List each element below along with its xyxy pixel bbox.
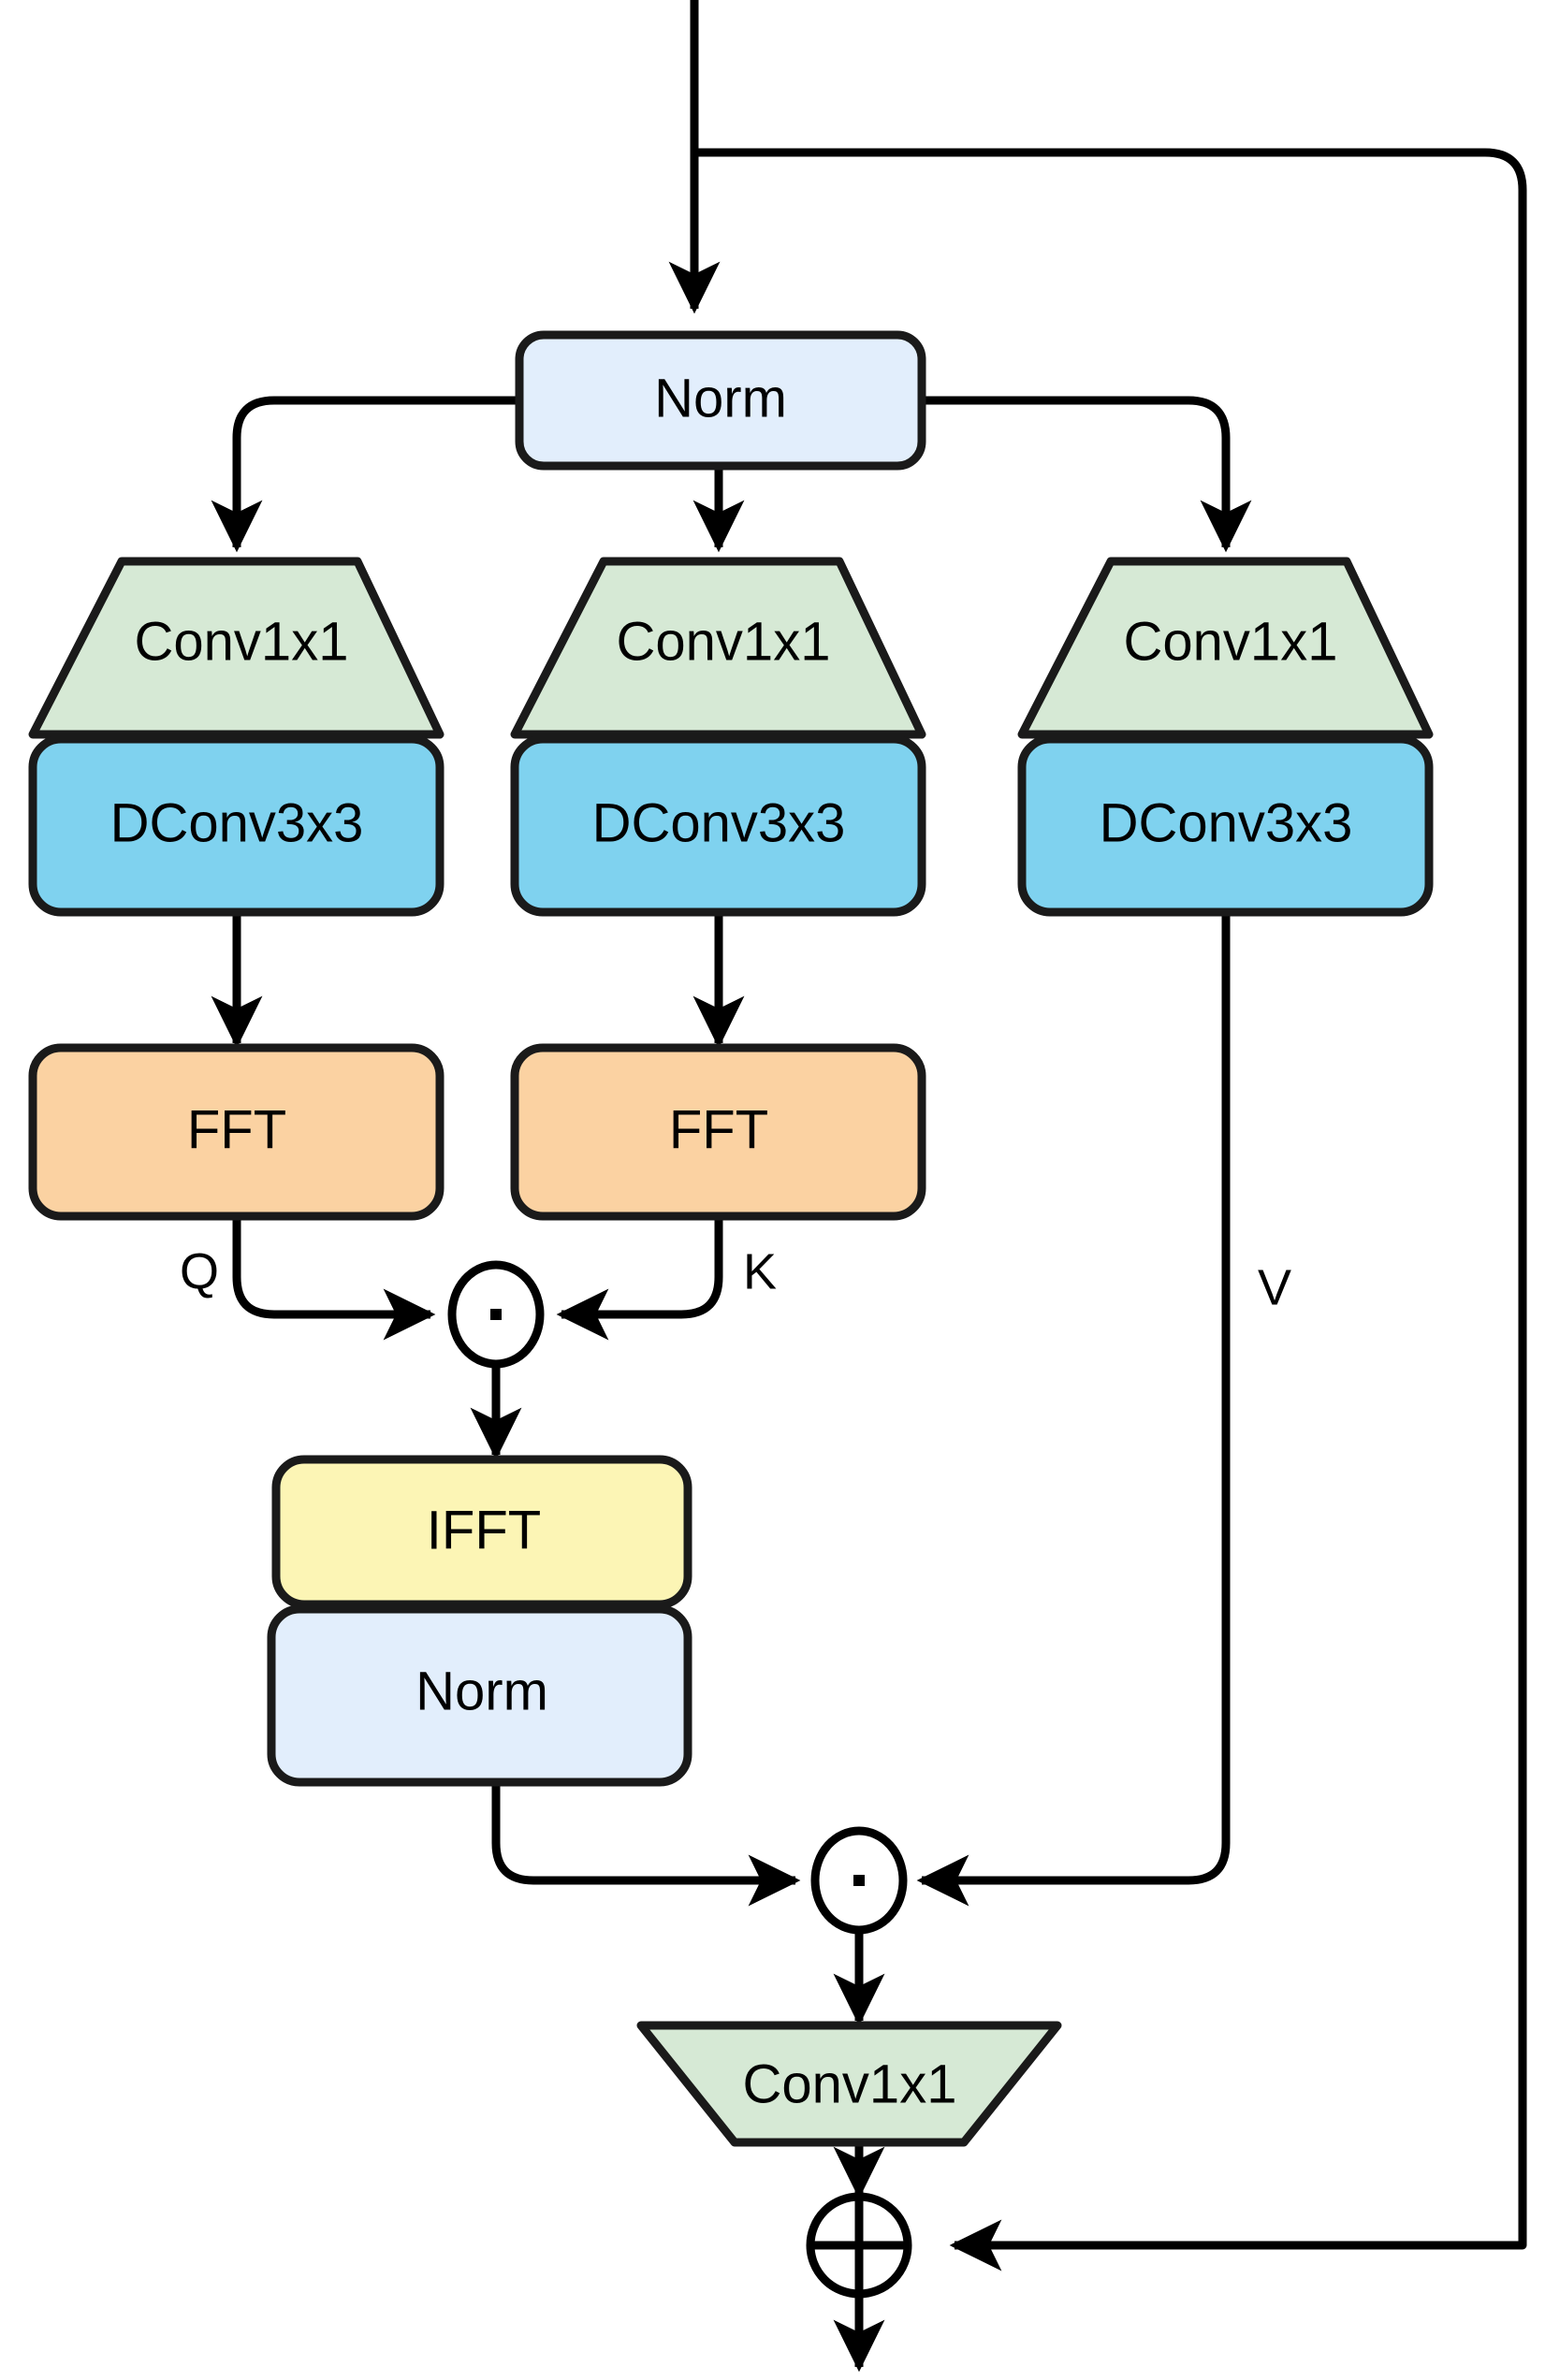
wire-v-to-multiply (916, 912, 1231, 1907)
node-conv-out[interactable]: Conv1x1 (636, 2021, 1062, 2147)
signal-label-k: K (743, 1243, 777, 1299)
node-conv-k[interactable]: Conv1x1 (510, 557, 926, 739)
fft-q-shape (28, 1043, 445, 1221)
fft-q-label: FFT (187, 1099, 286, 1160)
norm-top-label: Norm (654, 368, 787, 428)
wire-residual-skip (694, 148, 1527, 2271)
wire-k-to-multiply (556, 1216, 723, 1341)
dconv-q-shape (28, 734, 445, 917)
conv-k-shape (510, 557, 926, 739)
add-residual-cross (810, 2197, 908, 2294)
wire-norm-to-conv-v (922, 396, 1252, 553)
norm-bottom-label: Norm (415, 1661, 548, 1721)
operator-multiply-qk[interactable] (447, 1260, 545, 1369)
conv-q-shape (28, 557, 445, 739)
node-norm-bottom[interactable]: Norm (267, 1604, 692, 1787)
signal-label-v: V (1258, 1259, 1291, 1315)
conv-out-label: Conv1x1 (743, 2053, 957, 2114)
node-ifft[interactable]: IFFT (271, 1455, 692, 1609)
dconv-k-label: DConv3x3 (592, 792, 846, 853)
conv-out-shape (636, 2021, 1062, 2147)
node-dconv-v[interactable]: DConv3x3 (1017, 734, 1434, 917)
node-dconv-k[interactable]: DConv3x3 (510, 734, 926, 917)
node-fft-q[interactable]: FFT (28, 1043, 445, 1221)
node-dconv-q[interactable]: DConv3x3 (28, 734, 445, 917)
dconv-q-label: DConv3x3 (110, 792, 364, 853)
norm-bottom-shape (267, 1604, 692, 1787)
ifft-label: IFFT (427, 1500, 541, 1560)
conv-v-label: Conv1x1 (1124, 611, 1338, 672)
node-conv-v[interactable]: Conv1x1 (1017, 557, 1434, 739)
signal-label-q: Q (180, 1243, 219, 1299)
wire-norm-to-conv-q (211, 396, 519, 553)
dconv-v-shape (1017, 734, 1434, 917)
conv-q-label: Conv1x1 (135, 611, 349, 672)
wire-q-to-multiply (232, 1216, 436, 1341)
operator-add-residual[interactable] (806, 2192, 912, 2299)
dconv-k-shape (510, 734, 926, 917)
fft-k-label: FFT (669, 1099, 768, 1160)
wire-norm-bottom-to-multiply (491, 1782, 801, 1907)
dconv-v-label: DConv3x3 (1100, 792, 1353, 853)
operator-multiply-av[interactable] (810, 1826, 908, 1935)
multiply-av-dot (853, 1875, 865, 1886)
node-conv-q[interactable]: Conv1x1 (28, 557, 445, 739)
conv-k-label: Conv1x1 (617, 611, 831, 672)
node-norm-top[interactable]: Norm (515, 330, 926, 471)
ifft-shape (271, 1455, 692, 1609)
multiply-qk-dot (490, 1309, 502, 1320)
conv-v-shape (1017, 557, 1434, 739)
norm-top-shape (515, 330, 926, 471)
node-fft-k[interactable]: FFT (510, 1043, 926, 1221)
fft-k-shape (510, 1043, 926, 1221)
